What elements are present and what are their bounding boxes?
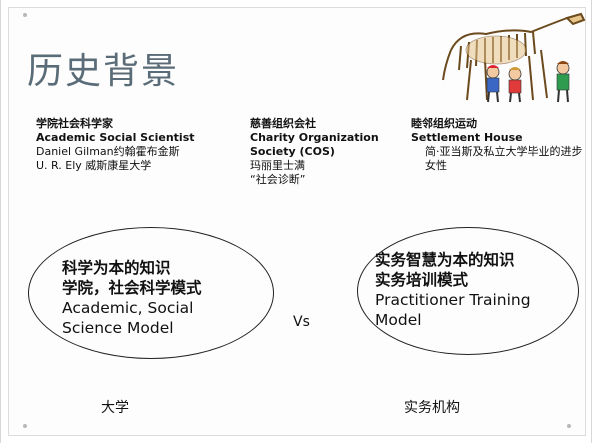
- corner-dot-bottom-left: [23, 424, 27, 428]
- label-university: 大学: [101, 400, 129, 416]
- ellipse-line: 科学为本的知识: [62, 259, 171, 277]
- column-line: U. R. Ely 威斯康星大学: [36, 159, 152, 172]
- column-line: “社会诊断”: [250, 173, 306, 186]
- dinosaur-skeleton-museum-icon: [442, 12, 586, 103]
- ellipse-line: Science Model: [62, 319, 174, 337]
- ellipse-line: 实务智慧为本的知识: [375, 251, 515, 269]
- column-subheading: Charity Organization Society (COS): [250, 131, 379, 158]
- ellipse-line: 学院，社会科学模式: [62, 279, 202, 297]
- ellipse-line: 实务培训模式: [375, 271, 469, 289]
- column-subheading: Academic Social Scientist: [36, 131, 195, 144]
- column-heading: 学院社会科学家: [36, 117, 113, 130]
- column-academic: 学院社会科学家 Academic Social Scientist Daniel…: [36, 117, 236, 173]
- ellipse-line: Academic, Social: [62, 299, 194, 317]
- column-heading: 慈善组织会社: [250, 117, 316, 130]
- corner-dot-bottom-right: [567, 424, 571, 428]
- vs-label: Vs: [293, 314, 310, 330]
- ellipse-left: [28, 227, 274, 359]
- ellipse-line: Model: [375, 311, 422, 329]
- ellipse-line: Practitioner Training: [375, 291, 531, 309]
- column-line: 简·亚当斯及私立大学毕业的进步女性: [425, 145, 583, 172]
- column-subheading: Settlement House: [411, 131, 523, 144]
- ellipse-right-text: 实务智慧为本的知识 实务培训模式 Practitioner Training M…: [375, 250, 580, 330]
- corner-dot-top-left: [23, 13, 27, 17]
- slide-title: 历史背景: [27, 51, 180, 92]
- column-line: 玛丽里士满: [250, 159, 305, 172]
- ellipse-right: [357, 227, 579, 355]
- label-practice-agency: 实务机构: [404, 400, 460, 416]
- ellipse-left-text: 科学为本的知识 学院，社会科学模式 Academic, Social Scien…: [62, 258, 267, 338]
- column-heading: 睦邻组织运动: [411, 117, 477, 130]
- column-line: Daniel Gilman约翰霍布金斯: [36, 145, 180, 158]
- column-settlement: 睦邻组织运动 Settlement House 简·亚当斯及私立大学毕业的进步女…: [411, 117, 583, 173]
- column-cos: 慈善组织会社 Charity Organization Society (COS…: [250, 117, 402, 187]
